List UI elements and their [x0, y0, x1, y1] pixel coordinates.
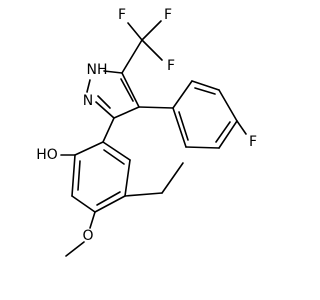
atom-label-n: N [83, 93, 93, 109]
atom-label-f4: F [249, 134, 257, 150]
bond-ph-4 [94, 195, 126, 213]
bond-fp-inner-3 [178, 111, 189, 141]
atom-label-f3: F [167, 58, 175, 74]
bond-ph-6 [102, 141, 131, 161]
bond-c4-c5-inner [120, 78, 134, 102]
bond-ph-inner-1 [77, 160, 81, 191]
bond-n2-c3-inner [97, 95, 111, 109]
atom-label-o: O [82, 228, 93, 244]
bond-fp-2 [191, 80, 220, 91]
bond-fp-6 [172, 107, 187, 148]
bond-c4-c5 [121, 72, 140, 108]
bond-cf3-f2 [141, 20, 162, 41]
bond-fp-3 [218, 89, 238, 122]
bond-fp-4 [218, 120, 238, 149]
bond-c3-phenol [102, 117, 115, 143]
bond-ph-inner-3 [103, 149, 125, 165]
bond-ethyl-2 [161, 162, 184, 194]
structure-canvas: F F F NH N F HO O [36, 7, 257, 257]
bond-ph-5 [124, 159, 131, 197]
bonds [60, 20, 247, 257]
atom-label-oh: HO [36, 147, 58, 163]
bond-cf3-f1 [127, 22, 143, 41]
molecule-diagram: F F F NH N F HO O [36, 7, 257, 257]
atom-label-f2: F [164, 7, 172, 23]
bond-fp-inner-2 [215, 121, 231, 143]
bond-fp-1 [172, 80, 193, 109]
bond-ph-3 [71, 195, 96, 213]
atom-label-f1: F [118, 7, 126, 23]
bond-fp-5 [185, 146, 220, 149]
bond-n1-n2 [86, 79, 91, 93]
bond-c3-c4 [113, 106, 140, 119]
bond-o-ch3 [65, 241, 85, 257]
bond-ph-inner-2 [96, 191, 121, 206]
bond-ph-1 [74, 141, 104, 156]
bond-ethyl-1 [124, 192, 163, 197]
bond-fp-f [236, 120, 247, 135]
bond-ph-2 [71, 154, 76, 197]
bond-fp-inner-1 [194, 87, 216, 95]
atom-label-nh: NH [87, 62, 108, 78]
bond-ring-o [89, 211, 96, 229]
bond-cf3-ring [121, 39, 143, 74]
atom-labels: F F F NH N F HO O [36, 7, 257, 244]
bond-cf3-f3 [141, 39, 163, 61]
bond-n2-c3 [95, 101, 115, 119]
bond-c5-n1 [103, 70, 123, 74]
bond-c4-aryl [138, 106, 174, 109]
